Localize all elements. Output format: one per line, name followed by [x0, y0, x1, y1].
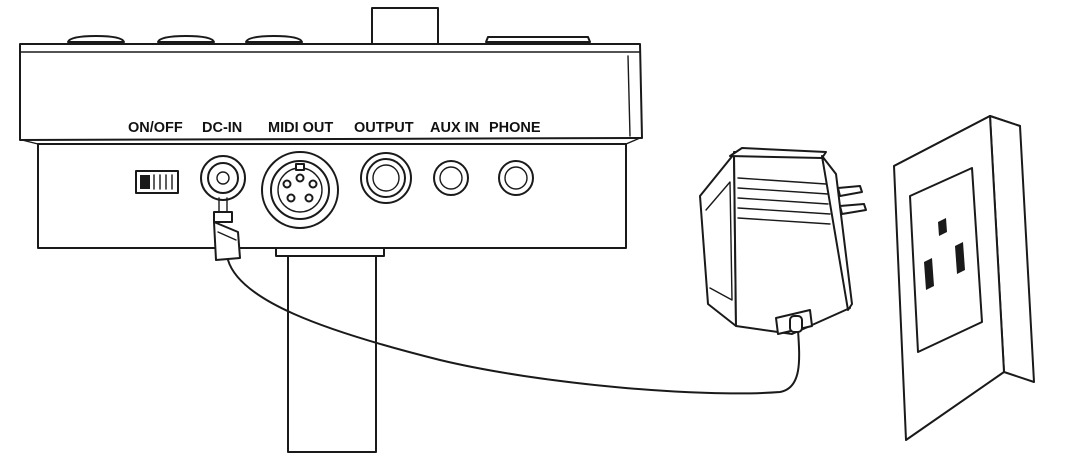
outlet-sockets [924, 218, 965, 290]
wall-outlet [893, 115, 1035, 441]
label-aux-in: AUX IN [430, 120, 479, 136]
aux-in-jack [433, 160, 469, 196]
module-top-knobs [67, 7, 591, 47]
module-upper-body [19, 43, 643, 141]
output-jack [360, 152, 412, 204]
stand-post [275, 247, 385, 453]
midi-out-port [261, 151, 339, 229]
drum-module [19, 7, 643, 249]
label-phone: PHONE [489, 120, 541, 136]
power-switch [135, 170, 179, 194]
dc-plug [213, 197, 241, 261]
label-output: OUTPUT [354, 120, 414, 136]
label-on-off: ON/OFF [128, 120, 183, 136]
phone-jack [498, 160, 534, 196]
power-cable [227, 259, 801, 395]
ac-adapter [699, 147, 867, 335]
label-midi-out: MIDI OUT [268, 120, 333, 136]
label-dc-in: DC-IN [202, 120, 242, 136]
port-labels: ON/OFF DC-IN MIDI OUT OUTPUT AUX IN PHON… [128, 120, 541, 136]
dc-in-jack [200, 155, 246, 201]
